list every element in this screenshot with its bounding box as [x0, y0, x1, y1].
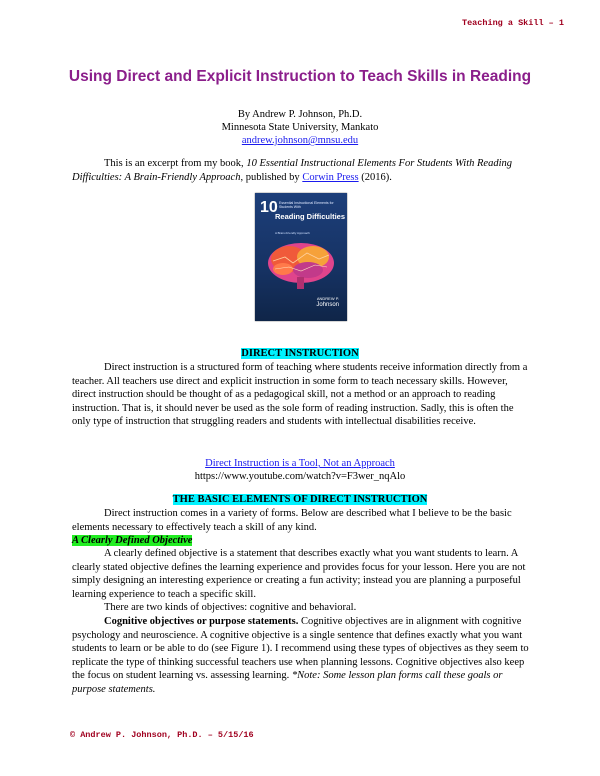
cover-small-text: Essential Instructional Elements for Stu…	[279, 201, 334, 209]
running-head: Teaching a Skill – 1	[461, 18, 564, 28]
cover-author: ANDREW P. Johnson	[316, 295, 339, 309]
direct-instruction-paragraph: Direct instruction is a structured form …	[72, 362, 528, 427]
objective-kinds-paragraph: There are two kinds of objectives: cogni…	[104, 602, 357, 613]
book-cover-image: 10 Essential Instructional Elements for …	[255, 193, 347, 321]
cover-number: 10	[260, 199, 278, 216]
subsection-heading-objective: A Clearly Defined Objective	[72, 535, 193, 546]
brain-illustration-icon	[268, 243, 334, 289]
cognitive-objectives-text: Cognitive objectives are in alignment wi…	[72, 616, 529, 681]
objective-paragraph: A clearly defined objective is a stateme…	[72, 548, 526, 600]
footer-copyright: © Andrew P. Johnson, Ph.D. – 5/15/16	[70, 730, 254, 740]
intro-paragraph: This is an excerpt from my book, 10 Esse…	[72, 157, 532, 184]
intro-text-middle: , published by	[240, 171, 303, 183]
video-link[interactable]: Direct Instruction is a Tool, Not an App…	[205, 458, 395, 469]
video-url: https://www.youtube.com/watch?v=F3wer_nq…	[194, 471, 406, 482]
cognitive-objectives-paragraph: Cognitive objectives or purpose statemen…	[72, 615, 532, 696]
cover-author-first: ANDREW P.	[316, 296, 339, 301]
cover-author-last: Johnson	[316, 302, 339, 308]
cognitive-objectives-note: *Note: Some lesson plan forms call these…	[72, 670, 503, 695]
section-heading-direct-instruction: DIRECT INSTRUCTION	[241, 348, 359, 359]
author-institution: Minnesota State University, Mankato	[221, 122, 379, 133]
basic-elements-paragraph: Direct instruction comes in a variety of…	[72, 508, 512, 533]
cover-subtitle: A Brain-Friendly Approach	[275, 231, 310, 235]
cover-title: Reading Difficulties	[275, 212, 346, 221]
publisher-link[interactable]: Corwin Press	[302, 171, 359, 183]
document-title: Using Direct and Explicit Instruction to…	[68, 68, 532, 85]
author-byline: By Andrew P. Johnson, Ph.D.	[237, 109, 363, 120]
cognitive-objectives-lead: Cognitive objectives or purpose statemen…	[104, 616, 299, 627]
book-title: 10 Essential Instructional Elements For …	[72, 158, 512, 183]
section-heading-basic-elements: THE BASIC ELEMENTS OF DIRECT INSTRUCTION	[172, 494, 428, 505]
intro-text-after: (2016).	[358, 171, 392, 183]
author-email-link[interactable]: andrew.johnson@mnsu.edu	[241, 135, 359, 146]
intro-text-before: This is an excerpt from my book,	[104, 158, 247, 169]
